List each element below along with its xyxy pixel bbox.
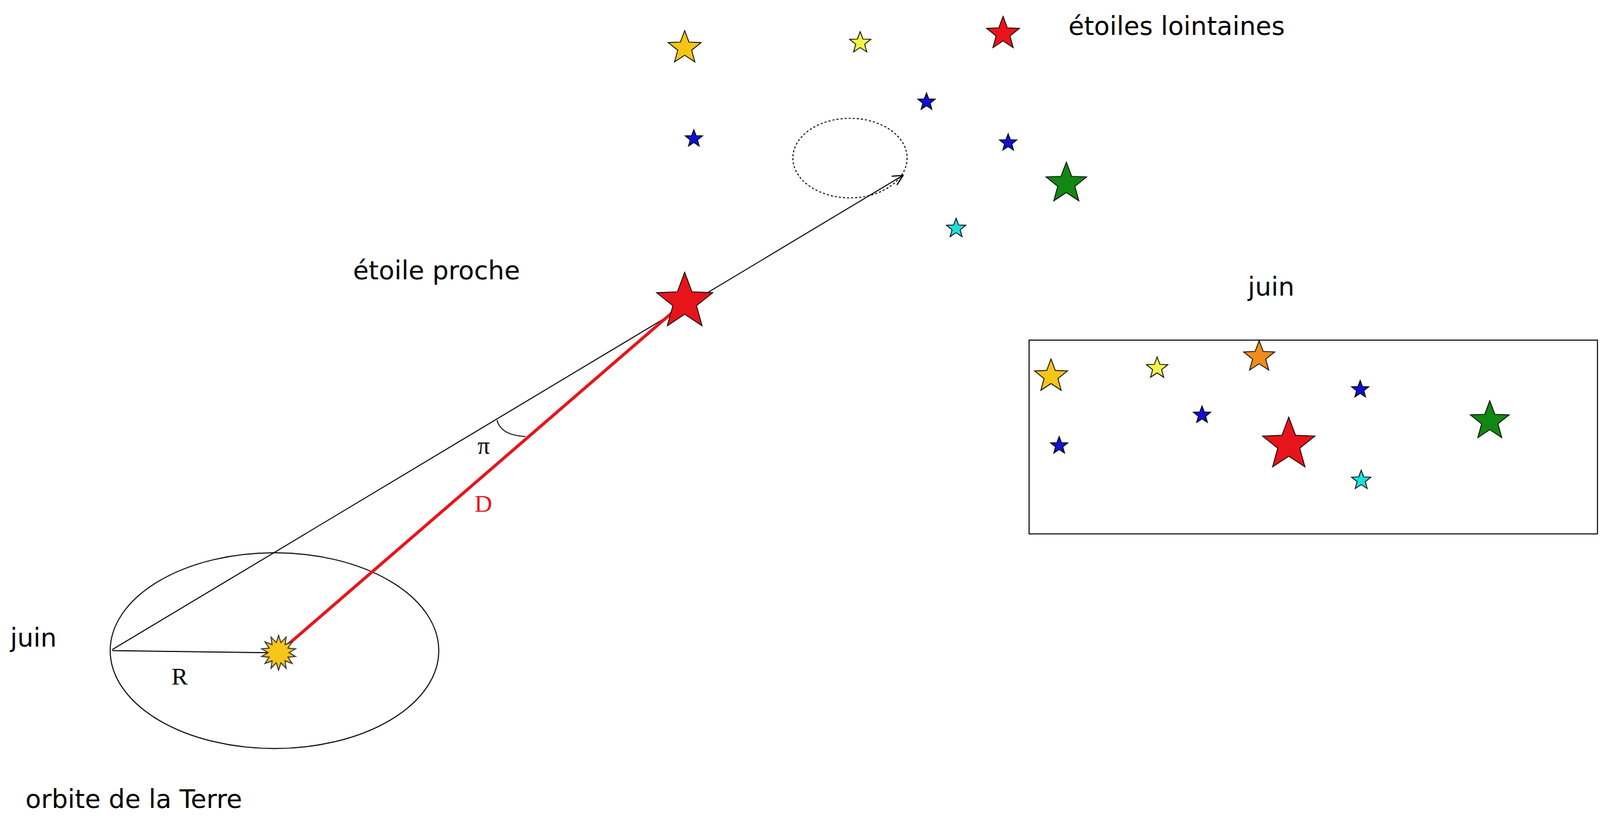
star: [999, 133, 1018, 151]
angle-arc: [496, 420, 526, 437]
far-stars-label: étoiles lointaines: [1068, 12, 1285, 41]
near-star: [656, 272, 713, 326]
orbit-label: orbite de la Terre: [25, 785, 243, 814]
star: [1034, 358, 1068, 391]
star: [668, 30, 702, 63]
star: [1351, 470, 1371, 489]
star: [1470, 401, 1510, 438]
star: [1243, 340, 1275, 371]
star: [986, 16, 1020, 48]
star: [1193, 405, 1211, 423]
star: [1146, 357, 1168, 378]
inset-view: juin: [1028, 339, 1599, 535]
parallax-ellipse: [793, 118, 908, 198]
radius-line: [112, 650, 268, 653]
star: [917, 92, 936, 110]
distance-line: [278, 301, 685, 653]
month-label: juin: [10, 624, 57, 653]
sight-line: [112, 175, 903, 650]
earth-orbit: [110, 552, 439, 749]
star: [1050, 436, 1068, 454]
parallax-angle-label: π: [477, 432, 491, 460]
inset-heading: juin: [1247, 273, 1295, 302]
star: [849, 31, 871, 53]
star: [1262, 417, 1316, 468]
sun: [261, 635, 296, 671]
star: [1045, 161, 1087, 201]
distance-label: D: [474, 490, 492, 518]
stars: [656, 16, 1510, 489]
star: [1351, 380, 1369, 398]
radius-label: R: [171, 663, 188, 691]
near-star-label: étoile proche: [352, 257, 520, 286]
star: [685, 129, 703, 147]
star: [946, 217, 966, 237]
